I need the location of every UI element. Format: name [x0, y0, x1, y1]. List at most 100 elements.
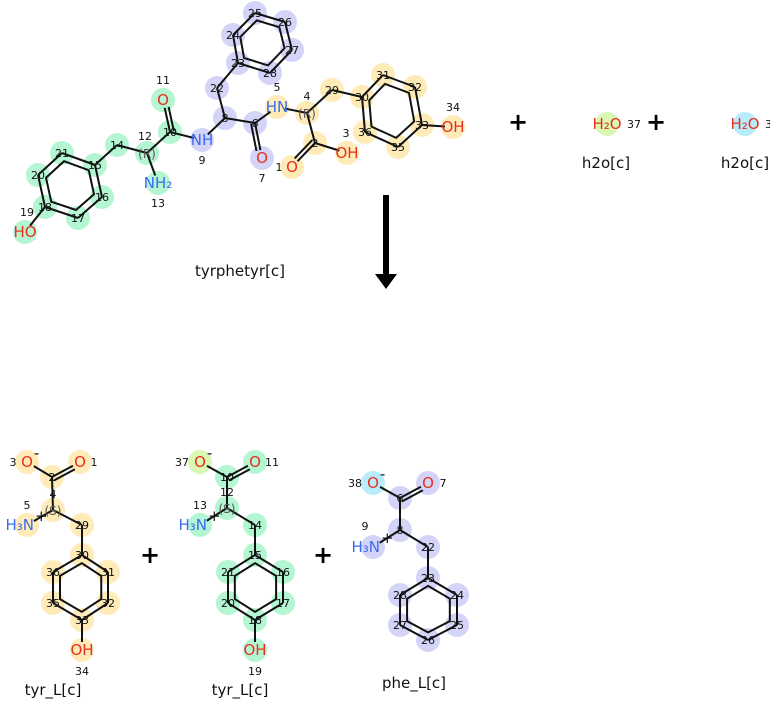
- charge-label: +: [208, 507, 221, 525]
- atom-highlight: [151, 88, 175, 112]
- atom-number: 35: [46, 597, 60, 610]
- atom-number: 24: [226, 29, 240, 42]
- charge-label: +: [35, 507, 48, 525]
- atom-number: 4: [50, 488, 57, 501]
- bond: [52, 602, 83, 621]
- atom-highlight: [70, 638, 94, 662]
- molecule-name: phe_L[c]: [382, 674, 446, 693]
- atom-number: 2: [49, 471, 56, 484]
- atom-element-label: O: [286, 158, 298, 176]
- atom-element-label: HO: [13, 223, 36, 241]
- bond: [399, 577, 429, 596]
- atom-number: 27: [285, 44, 299, 57]
- stereo-label: (R): [298, 107, 316, 121]
- bond: [33, 509, 54, 522]
- atom-highlight: [68, 450, 92, 474]
- atom-element-label: O: [249, 453, 261, 471]
- atom-number: 38: [765, 118, 770, 131]
- stereo-label: (R): [138, 147, 156, 161]
- bond: [94, 144, 118, 166]
- aromatic-ring: [406, 584, 451, 634]
- atom-element-label: OH: [70, 641, 93, 659]
- bond: [399, 529, 429, 548]
- atom-element-label: HN: [266, 98, 289, 116]
- bond: [146, 152, 157, 176]
- atom-element-label: O: [256, 149, 268, 167]
- atom-number: 9: [199, 154, 206, 167]
- bond: [254, 554, 284, 573]
- atom-number: 17: [71, 212, 85, 225]
- bond: [206, 507, 228, 522]
- atom-number: 33: [415, 119, 429, 132]
- atom-number: 8: [222, 112, 229, 125]
- atom-number: 37: [627, 118, 641, 131]
- charge-label: -: [34, 444, 39, 462]
- bond: [227, 554, 256, 573]
- bond: [52, 554, 83, 573]
- atom-highlight: [15, 450, 39, 474]
- atom-number: 35: [391, 141, 405, 154]
- bond: [397, 124, 423, 148]
- bond: [51, 476, 54, 511]
- molecule-name: tyr_L[c]: [25, 681, 82, 700]
- bond: [116, 144, 148, 154]
- atom-number: 33: [75, 614, 89, 627]
- atom-number: 28: [393, 589, 407, 602]
- atom-number: 29: [325, 84, 339, 97]
- bond: [52, 509, 83, 526]
- plus-sign: +: [140, 541, 160, 569]
- plus-sign: +: [313, 541, 333, 569]
- atom-number: 24: [450, 589, 464, 602]
- bond: [206, 465, 228, 478]
- atom-number: 13: [151, 197, 165, 210]
- atom-number: 38: [348, 477, 362, 490]
- atom-highlight: [188, 513, 212, 537]
- bond: [224, 117, 256, 124]
- aromatic-ring: [59, 561, 103, 614]
- atom-number: 28: [263, 67, 277, 80]
- atom-number: 37: [175, 456, 189, 469]
- atom-number: 22: [210, 82, 224, 95]
- atom-highlight: [243, 638, 267, 662]
- atom-element-label: O: [74, 453, 86, 471]
- bond: [226, 507, 256, 526]
- atom-number: 4: [304, 90, 311, 103]
- atom-number: 16: [276, 566, 290, 579]
- atom-number: 14: [110, 139, 124, 152]
- atom-number: 23: [231, 57, 245, 70]
- atom-element-label: O: [367, 474, 379, 492]
- bond: [331, 89, 363, 98]
- double-bond: [167, 106, 175, 132]
- atom-number: 27: [393, 619, 407, 632]
- atom-element-label: NH: [191, 131, 214, 149]
- atom-number: 6: [252, 117, 259, 130]
- atom-element-label: OH: [335, 144, 358, 162]
- atom-number: 2: [312, 137, 319, 150]
- bond: [237, 62, 271, 74]
- bond: [254, 12, 286, 23]
- molecule-tyrphetyr-c-: O12OH3(R)4HN56O78NH910O11(R)12NH₂1314151…: [13, 1, 465, 280]
- atom-highlight: [15, 513, 39, 537]
- atom-number: 34: [446, 101, 460, 114]
- atom-number: 7: [259, 172, 266, 185]
- atom-element-label: NH₂: [144, 174, 173, 192]
- plus-sign: +: [646, 108, 666, 136]
- bond: [269, 49, 293, 74]
- atom-number: 26: [421, 634, 435, 647]
- atom-element-label: O: [157, 91, 169, 109]
- molecule-name: tyrphetyr[c]: [195, 262, 285, 280]
- bond: [216, 87, 226, 119]
- bond: [379, 529, 401, 544]
- bond: [306, 89, 333, 114]
- bond: [254, 602, 284, 621]
- atom-number: 30: [75, 549, 89, 562]
- atom-highlight: [146, 171, 170, 195]
- atom-element-label: OH: [243, 641, 266, 659]
- molecule-h2o-c-: H₂O38h2o[c]: [721, 112, 770, 172]
- atom-number: 3: [10, 456, 17, 469]
- bond: [29, 206, 46, 227]
- aromatic-ring: [368, 82, 416, 140]
- atom-element-label: H₃N: [5, 516, 34, 534]
